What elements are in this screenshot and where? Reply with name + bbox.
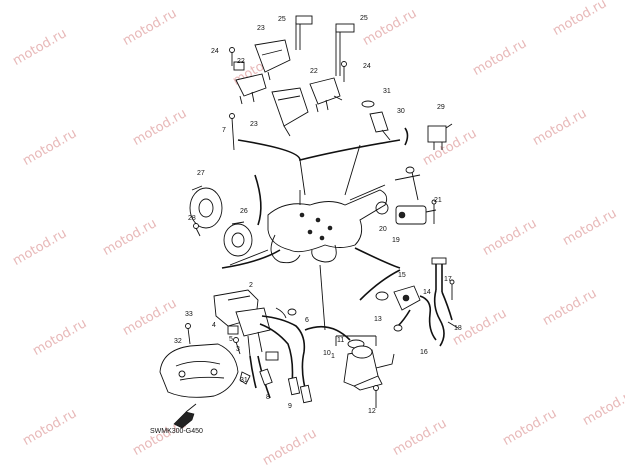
- part-label-4: 4: [212, 322, 216, 329]
- part-label-25: 25: [360, 15, 368, 22]
- part-label-3: 3: [236, 346, 240, 353]
- part-label-6: 6: [305, 317, 309, 324]
- part-label-7: 7: [222, 127, 226, 134]
- part-label-13: 13: [374, 316, 382, 323]
- part-label-27: 27: [197, 170, 205, 177]
- part-label-29: 29: [437, 104, 445, 111]
- bracket-23-upper: [254, 39, 291, 81]
- part-label-18: 18: [454, 325, 462, 332]
- bolt-12: [373, 385, 379, 408]
- part-label-23: 23: [257, 25, 265, 32]
- part-label-24: 24: [363, 63, 371, 70]
- part-label-14: 14: [423, 289, 431, 296]
- bolt-24: [229, 47, 347, 82]
- clip-18: [447, 321, 459, 329]
- connector-25: [295, 15, 355, 76]
- connector-3: [227, 325, 279, 361]
- frame-outline: [267, 184, 388, 264]
- horn-27: [189, 185, 223, 229]
- part-label-22: 22: [310, 68, 318, 75]
- screw-5: [233, 337, 241, 355]
- bracket-23-lower: [271, 87, 309, 137]
- sensor-22-left: [233, 61, 267, 105]
- sensor-unit-10: [335, 335, 395, 391]
- ignition-coil: [213, 289, 313, 404]
- harness-16: [431, 257, 453, 347]
- part-label-1: 1: [331, 353, 335, 360]
- screw-21: [431, 199, 437, 224]
- part-label-21: 21: [434, 197, 442, 204]
- sensor-19: [375, 166, 437, 225]
- clip-31: [239, 371, 251, 385]
- screw-17: [449, 279, 455, 300]
- part-label-9: 9: [288, 403, 292, 410]
- relay-29: [427, 123, 453, 150]
- sensor-30: [361, 100, 391, 141]
- sensor-15: [375, 285, 437, 341]
- part-label-22: 22: [237, 58, 245, 65]
- part-label-15: 15: [398, 272, 406, 279]
- part-label-17: 17: [444, 276, 452, 283]
- part-label-31: 31: [240, 377, 248, 384]
- part-label-23: 23: [250, 121, 258, 128]
- part-label-12: 12: [368, 408, 376, 415]
- part-label-30: 30: [397, 108, 405, 115]
- part-label-24: 24: [211, 48, 219, 55]
- leader-lines: [221, 127, 421, 341]
- part-label-32: 32: [174, 338, 182, 345]
- part-label-5: 5: [229, 336, 233, 343]
- part-label-31: 31: [383, 88, 391, 95]
- part-label-33: 33: [185, 311, 193, 318]
- horn-26: [223, 221, 253, 257]
- part-label-16: 16: [420, 349, 428, 356]
- part-label-25: 25: [278, 16, 286, 23]
- part-label-8: 8: [266, 394, 270, 401]
- cover-32: [159, 343, 239, 398]
- part-label-19: 19: [392, 237, 400, 244]
- bolt-33: [185, 323, 191, 345]
- part-label-2: 2: [249, 282, 253, 289]
- screw-7: [229, 113, 235, 151]
- front-arrow-icon: [173, 403, 197, 429]
- diagram-code: SWMK300-G450: [150, 428, 203, 435]
- bolt-28: [193, 223, 201, 237]
- part-label-28: 28: [188, 215, 196, 222]
- part-label-26: 26: [240, 208, 248, 215]
- part-label-11: 11: [337, 337, 344, 344]
- sensor-22-right: [309, 77, 343, 113]
- part-label-10: 10: [323, 350, 331, 357]
- part-label-20: 20: [379, 226, 387, 233]
